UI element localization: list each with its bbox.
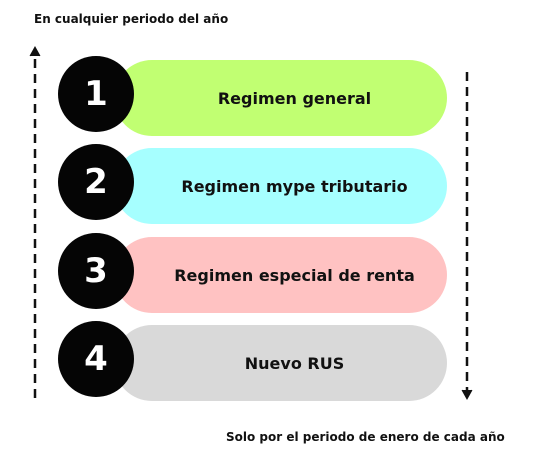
- regimen-label: Regimen mype tributario: [181, 176, 408, 196]
- number-label: 2: [84, 162, 108, 202]
- regimen-pill: Regimen especial de renta: [114, 237, 447, 313]
- top-caption: En cualquier periodo del año: [34, 12, 229, 26]
- number-label: 3: [84, 251, 108, 291]
- regimen-item: Regimen general 1: [58, 56, 450, 136]
- regimen-label: Regimen general: [217, 88, 372, 108]
- right-down-arrowhead: [461, 389, 473, 401]
- regimen-label: Regimen especial de renta: [174, 265, 415, 285]
- number-circle: 2: [58, 144, 134, 220]
- regimen-pill: Regimen mype tributario: [114, 148, 447, 224]
- regimen-item: Regimen especial de renta 3: [58, 233, 450, 313]
- number-circle: 1: [58, 56, 134, 132]
- regimen-item: Nuevo RUS 4: [58, 321, 450, 401]
- bottom-caption: Solo por el periodo de enero de cada año: [226, 430, 505, 444]
- number-circle: 3: [58, 233, 134, 309]
- left-up-arrowhead: [29, 45, 41, 57]
- number-label: 4: [84, 339, 108, 379]
- number-label: 1: [84, 74, 108, 114]
- number-circle: 4: [58, 321, 134, 397]
- regimen-pill: Regimen general: [114, 60, 447, 136]
- regimen-item: Regimen mype tributario 2: [58, 144, 450, 224]
- regimen-pill: Nuevo RUS: [114, 325, 447, 401]
- regimen-label: Nuevo RUS: [244, 353, 345, 373]
